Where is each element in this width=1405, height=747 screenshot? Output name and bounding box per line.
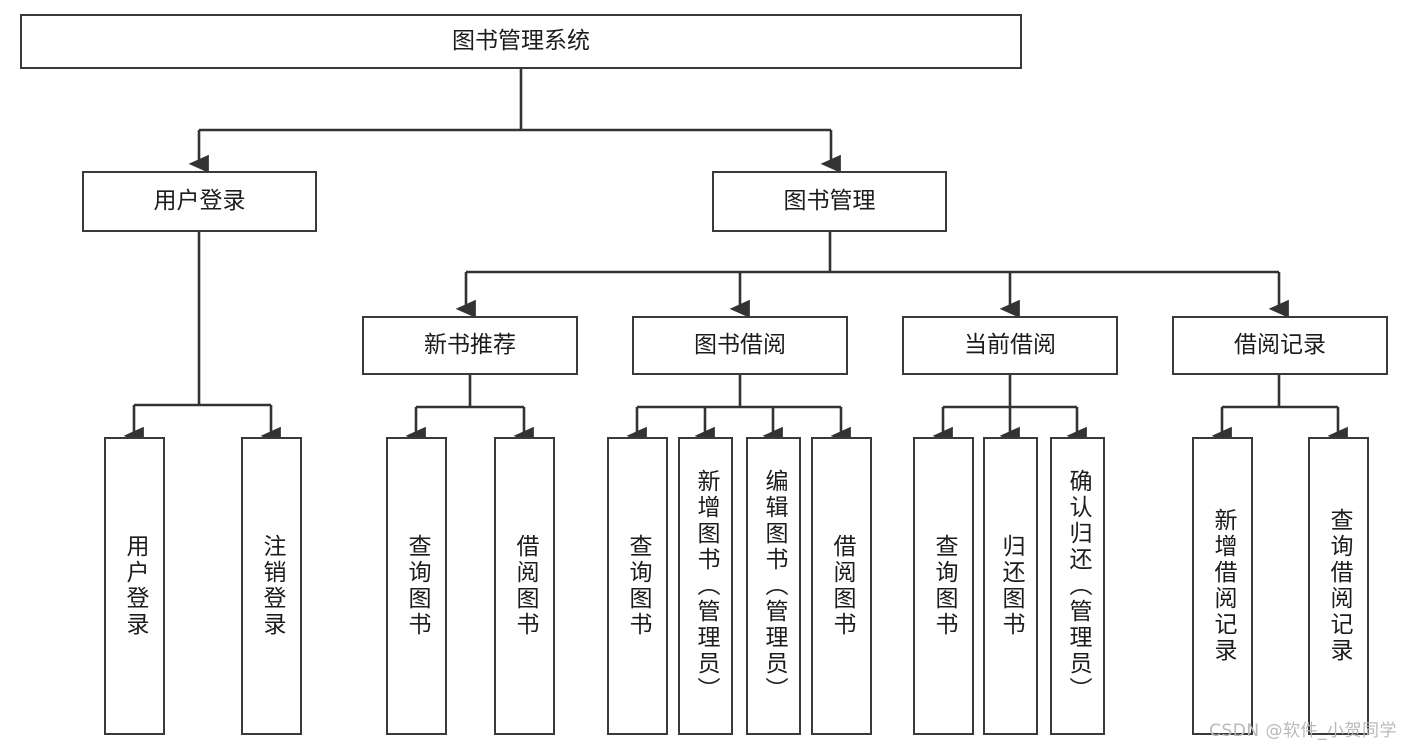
node-label: 图书管理 (783, 187, 876, 214)
node-leaf-logout[interactable]: 注销登录 (241, 437, 302, 735)
watermark-text: CSDN @软件_小贺同学 (1209, 721, 1397, 741)
node-label: 借阅图书 (829, 534, 855, 638)
node-leaf-confirm-return-admin[interactable]: 确认归还（管理员） (1050, 437, 1105, 735)
node-label: 查询图书 (404, 534, 430, 638)
node-book-borrow[interactable]: 图书借阅 (632, 316, 848, 375)
node-label: 查询图书 (625, 534, 651, 638)
node-label: 新书推荐 (424, 331, 516, 358)
node-label: 新增图书（管理员） (693, 469, 719, 703)
node-label: 用户登录 (153, 187, 246, 214)
node-leaf-query-book-2[interactable]: 查询图书 (607, 437, 668, 735)
node-label: 归还图书 (998, 534, 1024, 638)
node-leaf-query-book-1[interactable]: 查询图书 (386, 437, 447, 735)
node-label: 用户登录 (122, 534, 148, 638)
node-leaf-query-borrow-record[interactable]: 查询借阅记录 (1308, 437, 1369, 735)
node-label: 借阅图书 (512, 534, 538, 638)
node-new-book-recommend[interactable]: 新书推荐 (362, 316, 578, 375)
node-leaf-borrow-book-1[interactable]: 借阅图书 (494, 437, 555, 735)
node-label: 注销登录 (259, 534, 285, 638)
node-label: 查询借阅记录 (1326, 508, 1352, 664)
node-user-login[interactable]: 用户登录 (82, 171, 317, 232)
node-label: 查询图书 (931, 534, 957, 638)
node-leaf-return-book[interactable]: 归还图书 (983, 437, 1038, 735)
node-leaf-borrow-book-2[interactable]: 借阅图书 (811, 437, 872, 735)
node-label: 当前借阅 (964, 331, 1056, 358)
node-leaf-query-book-3[interactable]: 查询图书 (913, 437, 974, 735)
node-label: 图书管理系统 (452, 27, 590, 54)
node-root-system[interactable]: 图书管理系统 (20, 14, 1022, 69)
node-label: 确认归还（管理员） (1065, 469, 1091, 703)
node-leaf-add-book-admin[interactable]: 新增图书（管理员） (678, 437, 733, 735)
node-label: 编辑图书（管理员） (761, 469, 787, 703)
node-leaf-add-borrow-record[interactable]: 新增借阅记录 (1192, 437, 1253, 735)
node-leaf-user-login[interactable]: 用户登录 (104, 437, 165, 735)
node-leaf-edit-book-admin[interactable]: 编辑图书（管理员） (746, 437, 801, 735)
node-label: 借阅记录 (1234, 331, 1326, 358)
node-label: 新增借阅记录 (1210, 508, 1236, 664)
node-label: 图书借阅 (694, 331, 786, 358)
node-current-borrow[interactable]: 当前借阅 (902, 316, 1118, 375)
node-borrow-record[interactable]: 借阅记录 (1172, 316, 1388, 375)
node-book-manage[interactable]: 图书管理 (712, 171, 947, 232)
